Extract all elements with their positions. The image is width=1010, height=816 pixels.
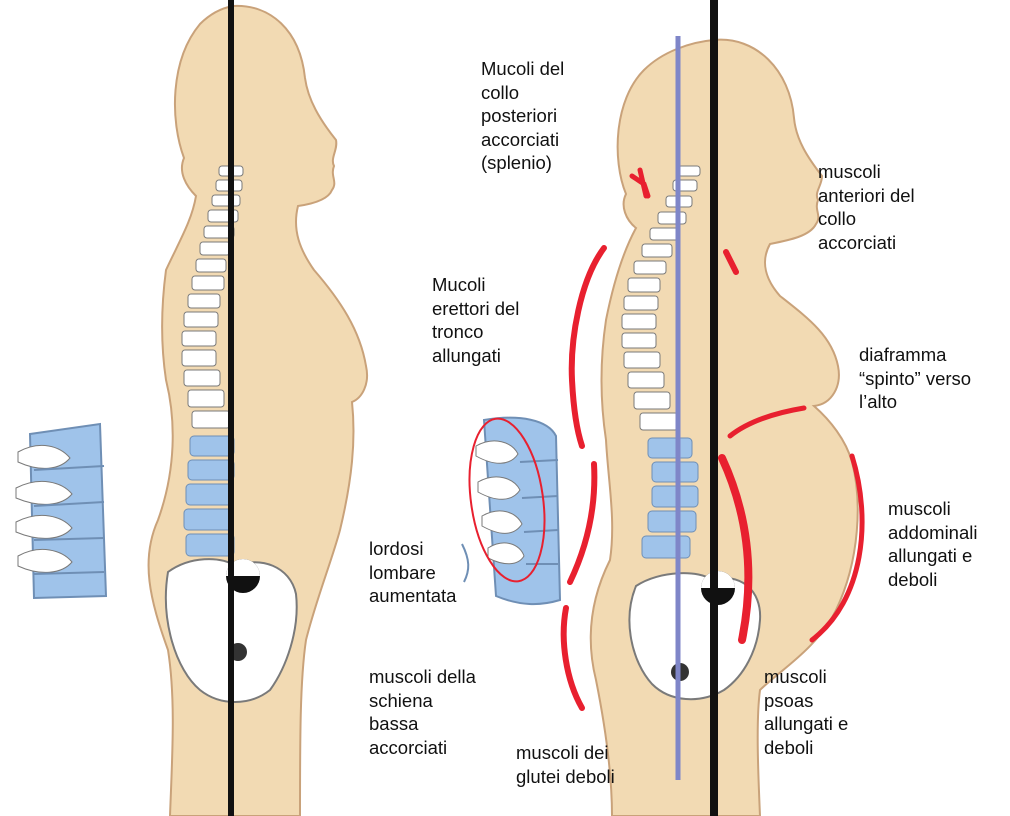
lumbar-vertebra	[652, 486, 698, 507]
vertebra	[182, 331, 216, 346]
vertebra	[634, 392, 670, 409]
lumbar-vertebra	[642, 536, 690, 558]
vertebra	[622, 333, 656, 348]
vertebra	[188, 294, 220, 308]
label-neck-anterior: muscoli anteriori del collo accorciati	[818, 160, 915, 254]
lumbar-vertebra	[648, 438, 692, 458]
lower-back-mark	[564, 608, 582, 708]
vertebra	[628, 278, 660, 292]
right-lumbar-detail	[460, 414, 560, 604]
vertebra	[184, 370, 220, 386]
label-lordosis: lordosi lombare aumentata	[369, 537, 456, 608]
vertebra	[640, 413, 678, 430]
vertebra	[622, 314, 656, 329]
vertebra	[212, 195, 240, 206]
trunk-erectors-mark	[572, 248, 604, 446]
vertebra	[628, 372, 664, 388]
lumbar-vertebra	[652, 462, 698, 482]
label-lower-back: muscoli della schiena bassa accorciati	[369, 665, 476, 759]
left-lumbar-detail	[16, 424, 106, 598]
lumbar-vertebra	[186, 484, 232, 505]
label-trunk-erectors: Mucoli erettori del tronco allungati	[432, 273, 519, 367]
left-figure-normal-posture	[16, 0, 367, 816]
lumbar-vertebra	[648, 511, 696, 532]
label-diaphragm: diaframma “spinto” verso l’alto	[859, 343, 971, 414]
vertebra	[642, 244, 672, 257]
vertebra	[658, 212, 686, 224]
lumbar-vertebra	[184, 509, 232, 530]
lumbar-vertebra	[186, 534, 234, 556]
label-neck-posterior: Mucoli del collo posteriori accorciati (…	[481, 57, 564, 175]
vertebra	[624, 352, 660, 368]
vertebra	[678, 166, 700, 176]
vertebra	[200, 242, 230, 255]
vertebra	[184, 312, 218, 327]
lumbar-vertebra	[188, 460, 234, 480]
vertebra	[634, 261, 666, 274]
vertebra	[196, 259, 226, 272]
label-abdominals: muscoli addominali allungati e deboli	[888, 497, 977, 591]
vertebra	[192, 276, 224, 290]
vertebra	[188, 390, 224, 407]
lumbar-vertebra	[190, 436, 234, 456]
lordosis-back-mark	[570, 464, 594, 582]
label-psoas: muscoli psoas allungati e deboli	[764, 665, 848, 759]
label-glutes: muscoli dei glutei deboli	[516, 741, 615, 788]
vertebra	[192, 411, 230, 428]
vertebra	[182, 350, 216, 366]
vertebra	[624, 296, 658, 310]
